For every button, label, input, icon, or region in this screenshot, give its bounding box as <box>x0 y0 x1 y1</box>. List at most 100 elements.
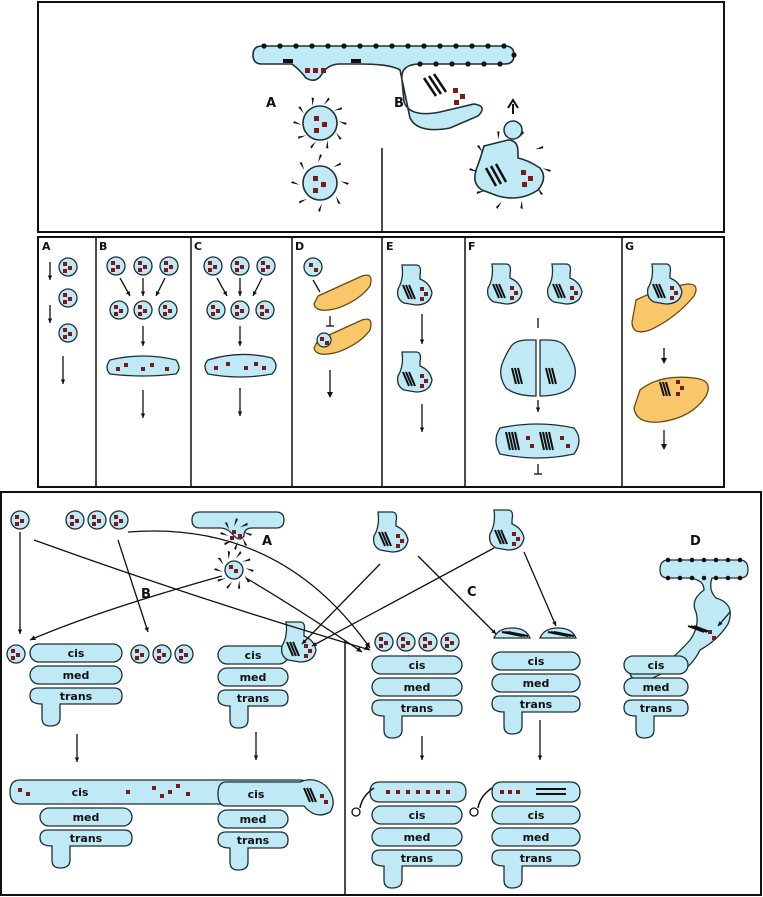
cargo <box>420 384 424 388</box>
coat-subunit <box>237 580 241 590</box>
tubule-stripe <box>384 531 392 547</box>
cargo <box>396 790 400 794</box>
cargo <box>138 305 142 309</box>
mid-panel-b <box>106 256 180 418</box>
cargo <box>124 363 128 367</box>
cisterna-med <box>217 809 289 829</box>
ribosome <box>665 575 671 581</box>
cargo <box>135 656 139 660</box>
mid-panel-e <box>396 264 433 432</box>
coat-subunit <box>234 518 238 527</box>
cargo <box>235 305 239 309</box>
cisterna-label-med: med <box>63 669 90 682</box>
cargo <box>670 296 674 300</box>
bottom-label-d: D <box>690 534 701 549</box>
tubule-stripe <box>289 641 297 657</box>
ribosome <box>511 52 517 58</box>
tubule-stripe <box>492 283 500 299</box>
tubule-stripe <box>378 531 386 547</box>
coat-subunit <box>318 154 322 163</box>
cisterna-label-trans: trans <box>60 690 93 703</box>
arrow-head <box>302 639 307 644</box>
ribosome <box>293 43 299 49</box>
cisterna-cis <box>29 643 123 663</box>
cargo <box>510 296 514 300</box>
coat-subunit <box>217 578 226 582</box>
cargo <box>244 366 248 370</box>
golgi-stacks: cismedtranscismedtranscismedtranscismedt… <box>6 621 689 889</box>
cargo <box>396 534 400 538</box>
cisterna-label-med: med <box>73 811 100 824</box>
cargo <box>261 261 265 265</box>
cargo <box>235 268 239 272</box>
arrow-head <box>491 629 496 634</box>
cisterna-label-cis: cis <box>68 647 85 660</box>
coat-subunit <box>333 162 341 168</box>
arrow-line <box>29 575 223 641</box>
coat-subunit <box>298 135 307 139</box>
cisterna-label-trans: trans <box>401 852 434 865</box>
cargo <box>157 649 161 653</box>
cisterna-med <box>217 667 289 687</box>
middle-panel-frame <box>37 236 725 488</box>
tubule-stripe <box>402 284 410 300</box>
arrow-line <box>523 551 557 627</box>
mid-panel-g <box>631 263 709 450</box>
coat-subunit <box>299 198 307 204</box>
cargo <box>169 265 173 269</box>
cisterna-cis <box>623 655 689 675</box>
arrow-head <box>140 341 146 346</box>
cargo <box>160 794 164 798</box>
top-copii-coat <box>293 97 347 149</box>
arrow-line <box>311 547 495 647</box>
top-tubule-carrier <box>474 139 545 199</box>
cisterna-label-cis: cis <box>245 649 262 662</box>
cargo <box>116 367 120 371</box>
cisterna-label-med: med <box>240 671 267 684</box>
cargo <box>420 374 424 378</box>
tubule-stripe <box>539 431 545 451</box>
ribosome <box>501 43 507 49</box>
cargo <box>70 515 74 519</box>
ribosome <box>689 557 695 563</box>
tubule-stripe <box>548 367 554 385</box>
cargo <box>111 268 115 272</box>
ribosome <box>449 61 455 67</box>
recycle-origin <box>351 807 361 817</box>
cargo <box>143 309 147 313</box>
coat-subunit <box>338 121 347 125</box>
mid-label-a: A <box>42 240 51 253</box>
arrow-head <box>253 291 257 296</box>
tubule-stripe <box>517 367 523 385</box>
cargo <box>114 305 118 309</box>
tubule-stripe <box>553 631 575 637</box>
bottom-transport-models <box>10 509 749 681</box>
cargo <box>308 649 312 653</box>
ribosome <box>453 43 459 49</box>
cisterna-label-cis: cis <box>248 788 265 801</box>
ribosome <box>497 61 503 67</box>
ribosome <box>713 575 719 581</box>
arrow-line <box>33 539 371 651</box>
cargo <box>423 644 427 648</box>
cargo <box>140 653 144 657</box>
cargo <box>240 309 244 313</box>
cargo <box>526 436 530 440</box>
mid-label-d: D <box>295 240 304 253</box>
mid-panel-f <box>486 263 583 475</box>
tubule-stripe <box>495 283 503 299</box>
cargo <box>512 532 516 536</box>
tubule-stripe <box>658 283 666 299</box>
coat-subunit <box>476 145 483 153</box>
cargo <box>214 366 218 370</box>
cisterna-label-cis: cis <box>648 659 665 672</box>
coat-subunit <box>299 162 305 170</box>
top-copii-vesicle-budding <box>302 105 338 141</box>
arrow-head <box>60 379 66 384</box>
tubule-stripe <box>558 283 566 299</box>
cargo <box>152 786 156 790</box>
ribosome <box>357 43 363 49</box>
cisterna-label-trans: trans <box>520 852 553 865</box>
cisterna-label-cis: cis <box>409 809 426 822</box>
cisterna-med <box>491 827 581 847</box>
